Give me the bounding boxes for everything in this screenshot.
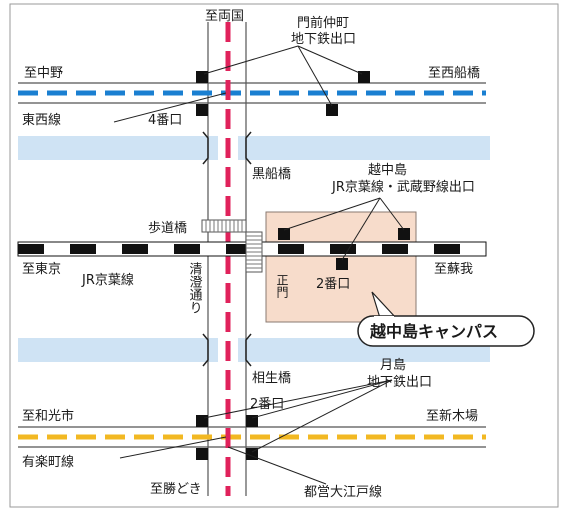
label-campus: 越中島キャンパス <box>369 322 498 341</box>
kurofune-bridge-marks <box>202 131 252 165</box>
label-exit4: 4番口 <box>148 113 182 128</box>
label-east-nishifunabashi: 至西船橋 <box>428 66 480 81</box>
label-main-gate: 正門 <box>275 274 289 298</box>
etchujima-exit-marker-2 <box>398 228 410 240</box>
river-lower <box>18 338 218 362</box>
label-west-tokyo: 至東京 <box>22 261 61 277</box>
label-aioi-bridge: 相生橋 <box>252 371 291 386</box>
tsukishima-exit-marker-3 <box>196 448 208 460</box>
monzen-exit-marker-1 <box>196 71 208 83</box>
tsukishima-exit-marker-1 <box>196 415 208 427</box>
label-etchujima-1: 越中島 <box>368 163 407 178</box>
label-monzen-exit-1: 門前仲町 <box>297 15 349 31</box>
label-south-kachidoki: 至勝どき <box>150 482 202 497</box>
label-oedo-line: 都営大江戸線 <box>304 484 382 500</box>
label-east-shinkiba: 至新木場 <box>426 408 478 424</box>
monzen-exit-marker-3 <box>326 104 338 116</box>
label-kiyosumi-dori: 清澄通り <box>187 262 203 314</box>
footbridge-structure <box>201 219 263 273</box>
campus-grounds-north <box>265 211 417 243</box>
campus-callout <box>357 291 535 347</box>
river-upper-east <box>238 136 490 160</box>
label-west-naka: 至中野 <box>24 66 63 81</box>
etchujima-exit-marker-1 <box>278 228 290 240</box>
label-west-wakoshi: 至和光市 <box>22 408 74 424</box>
leader-lines <box>113 45 405 485</box>
label-jr-keiyo: JR京葉線 <box>81 272 134 288</box>
label-kurofune-bridge: 黒船橋 <box>252 167 291 182</box>
exit2-top-marker <box>336 258 348 270</box>
label-east-soga: 至蘇我 <box>434 262 473 277</box>
label-tozai-line: 東西線 <box>22 112 61 128</box>
label-tsukishima-1: 月島 <box>380 358 406 373</box>
label-etchujima-2: JR京葉線・武蔵野線出口 <box>331 179 475 195</box>
river-upper <box>18 136 218 160</box>
tsukishima-exit-marker-2 <box>246 415 258 427</box>
label-yurakucho-line: 有楽町線 <box>22 454 74 470</box>
label-exit2-top: 2番口 <box>316 277 350 292</box>
label-tsukishima-2: 地下鉄出口 <box>367 375 432 390</box>
label-north-top: 至両国 <box>205 9 244 24</box>
label-exit2-bottom: 2番口 <box>250 397 284 412</box>
label-footbridge: 歩道橋 <box>148 221 187 236</box>
aioi-bridge-marks <box>202 333 252 367</box>
exit4-marker <box>196 104 208 116</box>
label-monzen-exit-2: 地下鉄出口 <box>291 32 356 47</box>
